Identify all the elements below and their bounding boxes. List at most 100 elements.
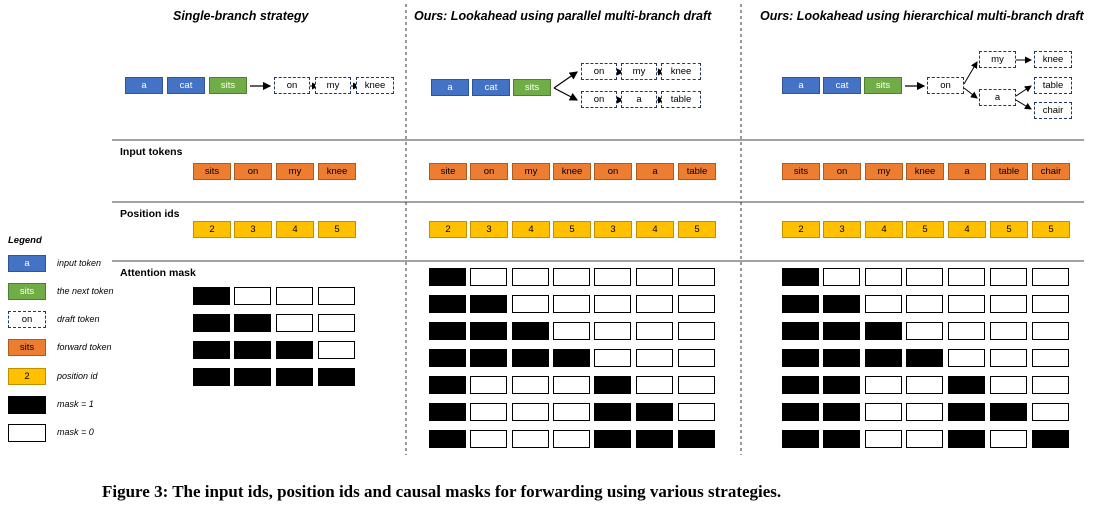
mask-cell-1 xyxy=(193,341,230,359)
heading-hierarchical-multi-branch: Ours: Lookahead using hierarchical multi… xyxy=(760,9,1084,23)
mask-cell-0 xyxy=(594,268,631,286)
arrow-col3-on-my xyxy=(963,61,978,85)
mask-cell-1 xyxy=(234,314,271,332)
mask-cell-0 xyxy=(990,295,1027,313)
arrow-col3-on-a xyxy=(963,87,978,99)
col2-branch2-token: a xyxy=(621,91,657,108)
mask-cell-0 xyxy=(906,268,943,286)
col1-committed-token: a xyxy=(125,77,163,94)
mask-cell-1 xyxy=(823,349,860,367)
mask-cell-1 xyxy=(594,376,631,394)
col2-committed-token: a xyxy=(431,79,469,96)
col3-mid-draft-token: my xyxy=(979,51,1016,68)
mask-cell-0 xyxy=(948,295,985,313)
mask-cell-0 xyxy=(990,349,1027,367)
position-id: 3 xyxy=(234,221,272,238)
legend-label: position id xyxy=(57,371,98,381)
mask-cell-0 xyxy=(990,430,1027,448)
position-id: 3 xyxy=(823,221,861,238)
input-token: site xyxy=(429,163,467,180)
mask-cell-0 xyxy=(1032,376,1069,394)
mask-cell-1 xyxy=(1032,430,1069,448)
input-token: sits xyxy=(193,163,231,180)
input-token: on xyxy=(470,163,508,180)
input-token: a xyxy=(948,163,986,180)
mask-cell-1 xyxy=(782,403,819,421)
input-token: table xyxy=(990,163,1028,180)
figure-caption: Figure 3: The input ids, position ids an… xyxy=(102,482,782,501)
mask-cell-0 xyxy=(990,376,1027,394)
mask-cell-0 xyxy=(594,295,631,313)
mask-cell-0 xyxy=(512,376,549,394)
row-label-attention-mask: Attention mask xyxy=(120,267,196,279)
input-token: sits xyxy=(782,163,820,180)
mask-cell-0 xyxy=(512,430,549,448)
position-id: 5 xyxy=(318,221,356,238)
mask-cell-1 xyxy=(234,341,271,359)
mask-cell-0 xyxy=(906,322,943,340)
mask-cell-1 xyxy=(594,430,631,448)
mask-cell-0 xyxy=(318,287,355,305)
mask-cell-1 xyxy=(948,430,985,448)
position-id: 4 xyxy=(276,221,314,238)
mask-cell-1 xyxy=(823,430,860,448)
legend-swatch-mask1 xyxy=(8,396,46,414)
col2-branch1-token: on xyxy=(581,63,617,80)
col2-next-token: sits xyxy=(513,79,551,96)
arrow-col3-a-chair xyxy=(1015,99,1032,110)
mask-cell-1 xyxy=(234,368,271,386)
mask-cell-1 xyxy=(429,268,466,286)
legend-label: input token xyxy=(57,258,102,268)
mask-cell-1 xyxy=(318,368,355,386)
col3-leaf-draft-token: knee xyxy=(1034,51,1072,68)
legend-swatch-draft: on xyxy=(8,311,46,328)
mask-cell-1 xyxy=(948,403,985,421)
legend-label: forward token xyxy=(57,342,112,352)
legend-label: mask = 0 xyxy=(57,427,94,437)
position-id: 4 xyxy=(948,221,986,238)
mask-cell-0 xyxy=(865,268,902,286)
mask-cell-1 xyxy=(782,430,819,448)
mask-cell-1 xyxy=(553,349,590,367)
col2-branch1-token: my xyxy=(621,63,657,80)
mask-cell-0 xyxy=(678,295,715,313)
col3-committed-token: cat xyxy=(823,77,861,94)
arrow-col2-branch1 xyxy=(553,71,578,89)
mask-cell-1 xyxy=(865,322,902,340)
position-id: 2 xyxy=(782,221,820,238)
mask-cell-1 xyxy=(193,314,230,332)
mask-cell-1 xyxy=(429,403,466,421)
position-id: 5 xyxy=(553,221,591,238)
mask-cell-1 xyxy=(276,368,313,386)
legend-label: mask = 1 xyxy=(57,399,94,409)
col3-next-token: sits xyxy=(864,77,902,94)
col3-leaf-draft-token: chair xyxy=(1034,102,1072,119)
legend-label: the next token xyxy=(57,286,114,296)
mask-cell-0 xyxy=(553,376,590,394)
mask-cell-1 xyxy=(276,341,313,359)
col2-committed-token: cat xyxy=(472,79,510,96)
col2-branch1-token: knee xyxy=(661,63,701,80)
mask-cell-0 xyxy=(865,430,902,448)
col3-committed-token: a xyxy=(782,77,820,94)
legend-swatch-fwd: sits xyxy=(8,339,46,356)
mask-cell-0 xyxy=(906,403,943,421)
position-id: 4 xyxy=(636,221,674,238)
mask-cell-0 xyxy=(470,376,507,394)
mask-cell-0 xyxy=(512,268,549,286)
mask-cell-0 xyxy=(276,287,313,305)
mask-cell-1 xyxy=(429,295,466,313)
mask-cell-0 xyxy=(948,322,985,340)
mask-cell-0 xyxy=(678,376,715,394)
mask-cell-0 xyxy=(823,268,860,286)
mask-cell-1 xyxy=(678,430,715,448)
mask-cell-0 xyxy=(1032,295,1069,313)
mask-cell-1 xyxy=(948,376,985,394)
mask-cell-1 xyxy=(782,322,819,340)
mask-cell-0 xyxy=(470,403,507,421)
mask-cell-1 xyxy=(512,349,549,367)
mask-cell-0 xyxy=(990,322,1027,340)
mask-cell-0 xyxy=(318,341,355,359)
